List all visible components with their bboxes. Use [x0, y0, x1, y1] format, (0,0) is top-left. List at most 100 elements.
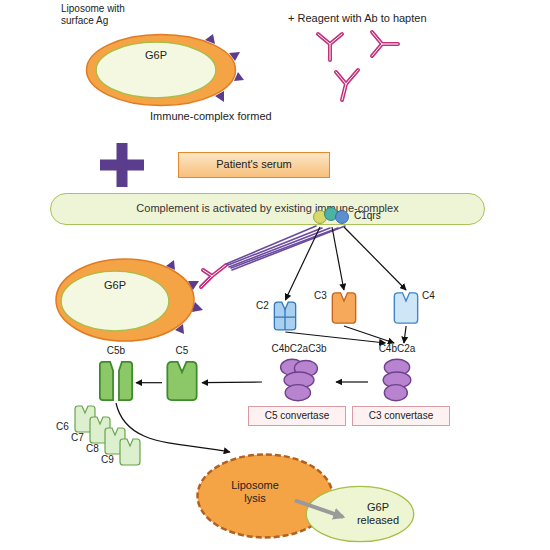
- c1q-stalk: [226, 226, 316, 264]
- c1q-stalk: [229, 228, 330, 267]
- ellipse-node: G6P: [60, 270, 170, 332]
- c1-subunit: [336, 211, 349, 224]
- node-label: G6P released: [349, 501, 407, 527]
- arrow-connector: [116, 403, 230, 452]
- protein-shape: [96, 359, 136, 403]
- c1q-stalk: [228, 228, 322, 265]
- c1-complex: C1qrs: [312, 205, 352, 227]
- c1q-stalks: [226, 226, 345, 270]
- node-label: C4bC2a: [358, 343, 436, 355]
- protein-shape: [272, 300, 298, 332]
- plus-sign: [100, 143, 144, 187]
- arrow-connector: [344, 227, 406, 290]
- complement-protein-shape: [332, 293, 355, 323]
- process-box: Patient's serum: [178, 152, 330, 178]
- protein-icon: C4: [392, 290, 436, 326]
- antigen-triangle: [205, 34, 215, 44]
- arrow-connector: [285, 332, 385, 343]
- ellipse-node: Liposome with surface AgG6P: [85, 33, 237, 107]
- node-label: G6P: [95, 49, 217, 62]
- node-label: C1qrs: [354, 210, 394, 222]
- process-box: C5 convertase: [248, 406, 346, 426]
- protein-icon: C5b: [96, 345, 136, 403]
- complement-protein-shape: [167, 362, 196, 400]
- node-label: C7: [71, 432, 85, 444]
- node-label: C5: [152, 345, 212, 357]
- antigen-triangle: [166, 260, 175, 270]
- annotation-label: + Reagent with Ab to hapten: [288, 12, 458, 25]
- antibody-highlight: [318, 34, 342, 60]
- antigen-triangle: [215, 91, 224, 102]
- protein-icon: C4bC2aC3b: [262, 343, 336, 403]
- protein-shape: [262, 357, 336, 403]
- complement-protein-shape: [394, 293, 417, 323]
- plus-bar: [117, 143, 128, 187]
- ellipse-shape: [306, 486, 413, 541]
- arrow-connector: [136, 382, 162, 383]
- antibodies: [201, 32, 398, 287]
- antibody: [318, 34, 342, 60]
- arrow-connector: [344, 326, 394, 343]
- complement-protein-shape: [119, 362, 132, 400]
- node-label: Liposome lysis: [223, 479, 287, 505]
- node-label: C2: [256, 300, 272, 312]
- complement-protein-shape: [274, 310, 295, 330]
- arrow-connector: [295, 500, 343, 517]
- protein-shape: [392, 290, 420, 326]
- node-label: C6: [56, 421, 70, 433]
- node-label: G6P: [60, 279, 170, 292]
- antigen-triangle: [192, 302, 203, 312]
- antibody-highlight: [336, 70, 358, 100]
- node-label: Complement is activated by existing immu…: [51, 194, 484, 224]
- antibody: [336, 70, 358, 100]
- node-label: C4bC2aC3b: [252, 343, 346, 355]
- ellipse-outline: [305, 485, 415, 543]
- complement-protein-shape: [384, 385, 407, 401]
- process-box: C3 convertase: [352, 406, 450, 426]
- complement-protein-shape: [274, 302, 295, 330]
- c1q-stalk: [232, 226, 345, 270]
- node-label: C9: [101, 454, 115, 466]
- antigen-triangle: [188, 281, 199, 290]
- c1-subunits: [312, 205, 352, 227]
- ellipse-node: G6P released: [305, 485, 415, 543]
- antibody-highlight: [372, 32, 398, 56]
- complement-protein-shape: [120, 439, 140, 465]
- node-label: C3: [314, 290, 330, 302]
- surface-antigens: [166, 34, 244, 334]
- node-label: C4: [422, 290, 438, 302]
- antibody: [372, 32, 398, 56]
- node-label: Patient's serum: [179, 153, 329, 177]
- protein-shape: [330, 290, 358, 326]
- ellipse-shape: [87, 35, 236, 106]
- protein-icon: C5: [162, 345, 202, 403]
- protein-shape: [115, 437, 145, 467]
- ellipse-node: G6P: [95, 41, 217, 99]
- antigen-triangle: [229, 52, 240, 61]
- antigen-triangle: [175, 324, 184, 334]
- arrow-connector: [404, 326, 406, 343]
- bound-antibody-highlight: [201, 265, 226, 287]
- protein-icon: C2: [256, 300, 298, 332]
- node-label: C5 convertase: [249, 407, 345, 425]
- arrow-connector: [202, 381, 262, 383]
- protein-icon: C9: [101, 437, 145, 467]
- complement-protein-shape: [285, 385, 310, 401]
- node-label: C5b: [86, 345, 146, 357]
- arrow-connector: [285, 227, 320, 300]
- c1q-stalk: [231, 228, 338, 268]
- process-box: Complement is activated by existing immu…: [50, 193, 485, 225]
- antigen-triangle: [234, 72, 244, 81]
- arrow-connector: [336, 381, 368, 382]
- liposome-membrane: [56, 259, 194, 341]
- protein-shape: [368, 357, 426, 403]
- protein-icon: C4bC2a: [368, 343, 426, 403]
- protein-shape: [162, 359, 202, 403]
- protein-icon: C3: [314, 290, 358, 326]
- annotation-label: Immune-complex formed: [150, 110, 290, 123]
- arrow-connector: [332, 227, 344, 290]
- complement-protein-shape: [100, 362, 113, 400]
